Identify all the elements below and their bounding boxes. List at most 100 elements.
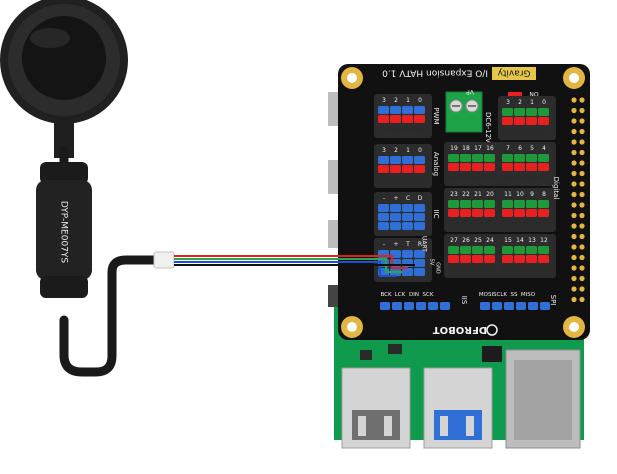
digital-left-top-pin[interactable] xyxy=(472,154,483,162)
digital-left-mid-pin[interactable] xyxy=(448,218,459,226)
digital-right-mid-pin[interactable] xyxy=(526,218,537,226)
analog-header-pin[interactable] xyxy=(378,156,389,164)
digital-right-top-pin[interactable] xyxy=(526,172,537,180)
digital-right-bottom-pin[interactable] xyxy=(514,246,525,254)
digital-left-bottom-pin[interactable] xyxy=(460,246,471,254)
digital-right-bottom-pin[interactable] xyxy=(514,264,525,272)
iis-header-pin[interactable] xyxy=(416,302,426,310)
pwm-header-pin[interactable] xyxy=(378,115,389,123)
spi-header-pin[interactable] xyxy=(540,302,550,310)
digital-right-first-pin[interactable] xyxy=(538,117,549,125)
i2c-header-pin[interactable] xyxy=(390,222,401,230)
analog-header-pin[interactable] xyxy=(402,174,413,182)
pwm-header-pin[interactable] xyxy=(390,124,401,132)
digital-left-mid-pin[interactable] xyxy=(484,209,495,217)
analog-header-pin[interactable] xyxy=(402,156,413,164)
digital-right-top-pin[interactable] xyxy=(526,154,537,162)
digital-right-first-pin[interactable] xyxy=(514,126,525,134)
analog-header-pin[interactable] xyxy=(414,174,425,182)
digital-right-mid-pin[interactable] xyxy=(502,209,513,217)
digital-right-first-pin[interactable] xyxy=(502,108,513,116)
digital-right-mid-pin[interactable] xyxy=(538,200,549,208)
digital-right-bottom-pin[interactable] xyxy=(538,264,549,272)
digital-right-top-pin[interactable] xyxy=(502,172,513,180)
digital-left-bottom-pin[interactable] xyxy=(472,246,483,254)
iis-header-pin[interactable] xyxy=(392,302,402,310)
i2c-header-pin[interactable] xyxy=(402,222,413,230)
digital-right-bottom-pin[interactable] xyxy=(502,255,513,263)
digital-right-top-pin[interactable] xyxy=(538,154,549,162)
uart-header-pin[interactable] xyxy=(414,259,425,267)
pwm-header-pin[interactable] xyxy=(378,106,389,114)
digital-right-bottom-pin[interactable] xyxy=(526,246,537,254)
digital-left-mid-pin[interactable] xyxy=(460,209,471,217)
digital-right-first-pin[interactable] xyxy=(502,126,513,134)
digital-left-mid-pin[interactable] xyxy=(460,218,471,226)
analog-header-pin[interactable] xyxy=(390,165,401,173)
analog-header-pin[interactable] xyxy=(414,165,425,173)
digital-right-top-pin[interactable] xyxy=(502,163,513,171)
digital-left-mid-pin[interactable] xyxy=(448,209,459,217)
pwm-header-pin[interactable] xyxy=(402,106,413,114)
digital-left-bottom-pin[interactable] xyxy=(448,255,459,263)
digital-right-bottom-pin[interactable] xyxy=(514,255,525,263)
analog-header-pin[interactable] xyxy=(378,174,389,182)
digital-right-top-pin[interactable] xyxy=(514,163,525,171)
i2c-header-pin[interactable] xyxy=(414,222,425,230)
iis-header-pin[interactable] xyxy=(404,302,414,310)
spi-header-pin[interactable] xyxy=(528,302,538,310)
i2c-header-pin[interactable] xyxy=(378,213,389,221)
digital-left-mid-pin[interactable] xyxy=(472,218,483,226)
digital-right-bottom-pin[interactable] xyxy=(526,255,537,263)
digital-right-top-pin[interactable] xyxy=(526,163,537,171)
digital-right-mid-pin[interactable] xyxy=(502,218,513,226)
digital-left-top-pin[interactable] xyxy=(460,154,471,162)
analog-header-pin[interactable] xyxy=(390,156,401,164)
digital-left-bottom-pin[interactable] xyxy=(460,264,471,272)
digital-right-first-pin[interactable] xyxy=(526,126,537,134)
spi-header-pin[interactable] xyxy=(516,302,526,310)
digital-right-top-pin[interactable] xyxy=(514,172,525,180)
digital-left-bottom-pin[interactable] xyxy=(484,255,495,263)
digital-right-top-pin[interactable] xyxy=(538,163,549,171)
digital-right-top-pin[interactable] xyxy=(538,172,549,180)
digital-right-mid-pin[interactable] xyxy=(514,200,525,208)
digital-left-bottom-pin[interactable] xyxy=(484,264,495,272)
i2c-header-pin[interactable] xyxy=(414,213,425,221)
analog-header-pin[interactable] xyxy=(390,174,401,182)
analog-header-pin[interactable] xyxy=(414,156,425,164)
digital-right-bottom-pin[interactable] xyxy=(538,246,549,254)
digital-right-first-pin[interactable] xyxy=(514,108,525,116)
pwm-header-pin[interactable] xyxy=(414,106,425,114)
digital-right-mid-pin[interactable] xyxy=(526,200,537,208)
digital-left-top-pin[interactable] xyxy=(460,172,471,180)
digital-right-mid-pin[interactable] xyxy=(514,209,525,217)
digital-left-top-pin[interactable] xyxy=(484,172,495,180)
digital-left-mid-pin[interactable] xyxy=(472,209,483,217)
digital-left-mid-pin[interactable] xyxy=(448,200,459,208)
pwm-header-pin[interactable] xyxy=(402,115,413,123)
pwm-header-pin[interactable] xyxy=(414,115,425,123)
digital-left-mid-pin[interactable] xyxy=(484,200,495,208)
pwm-header-pin[interactable] xyxy=(390,115,401,123)
digital-left-top-pin[interactable] xyxy=(448,172,459,180)
iis-header-pin[interactable] xyxy=(428,302,438,310)
digital-left-top-pin[interactable] xyxy=(472,172,483,180)
spi-header-pin[interactable] xyxy=(492,302,502,310)
digital-right-top-pin[interactable] xyxy=(502,154,513,162)
digital-left-bottom-pin[interactable] xyxy=(460,255,471,263)
digital-right-bottom-pin[interactable] xyxy=(502,246,513,254)
digital-left-top-pin[interactable] xyxy=(484,163,495,171)
uart-header-pin[interactable] xyxy=(402,250,413,258)
digital-right-first-pin[interactable] xyxy=(538,126,549,134)
digital-left-top-pin[interactable] xyxy=(484,154,495,162)
iis-header-pin[interactable] xyxy=(440,302,450,310)
digital-left-top-pin[interactable] xyxy=(472,163,483,171)
i2c-header-pin[interactable] xyxy=(414,204,425,212)
digital-right-first-pin[interactable] xyxy=(514,117,525,125)
pwm-header-pin[interactable] xyxy=(402,124,413,132)
digital-right-first-pin[interactable] xyxy=(538,108,549,116)
i2c-header-pin[interactable] xyxy=(390,213,401,221)
digital-left-mid-pin[interactable] xyxy=(484,218,495,226)
analog-header-pin[interactable] xyxy=(402,165,413,173)
